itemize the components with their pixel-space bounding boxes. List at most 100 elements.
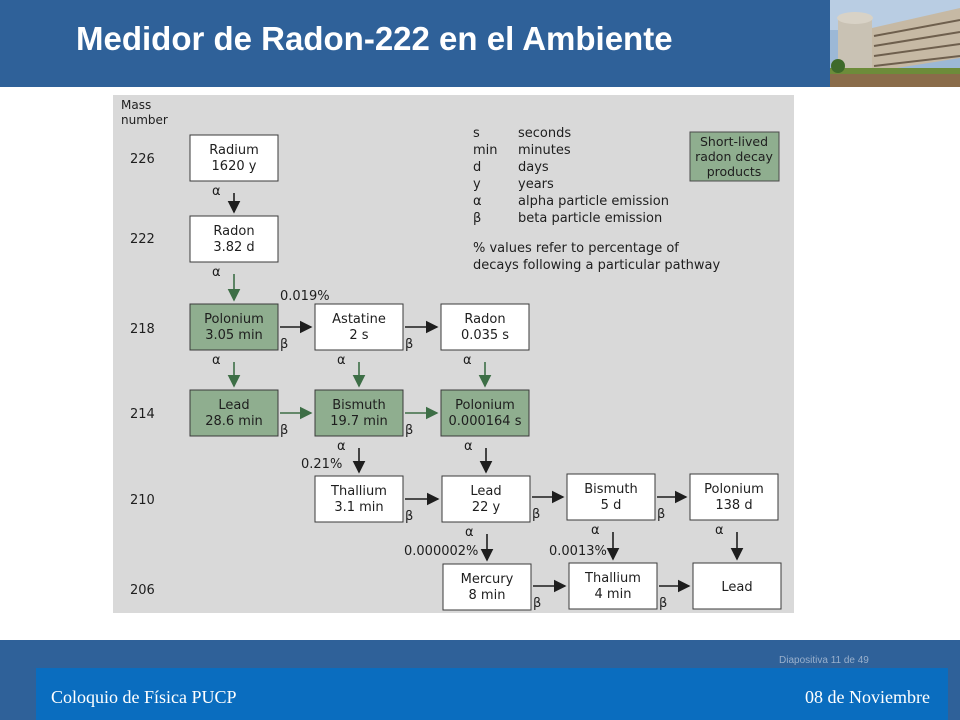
axis-label: number: [121, 113, 168, 127]
node-pb214: [189, 389, 279, 437]
decay-mode-label: α: [337, 353, 346, 368]
legend-abbr: y: [473, 177, 481, 192]
branch-percent-label: 0.019%: [280, 289, 330, 304]
mass-number-label: 218: [130, 322, 155, 337]
decay-mode-label: α: [463, 353, 472, 368]
mass-number-label: 206: [130, 583, 155, 598]
node-hg206: [442, 563, 532, 611]
node-bi214: [314, 389, 404, 437]
node-ra226: [189, 134, 279, 182]
node-po218: [189, 303, 279, 351]
node-name: Lead: [218, 398, 249, 413]
legend-meaning: minutes: [518, 143, 571, 158]
decay-mode-label: β: [657, 507, 665, 522]
node-half-life: 0.035 s: [461, 328, 509, 343]
legend-meaning: beta particle emission: [518, 211, 662, 226]
mass-number-label: 214: [130, 407, 155, 422]
node-name: Radon: [464, 312, 505, 327]
node-half-life: 19.7 min: [330, 414, 388, 429]
building-photo: [830, 0, 960, 87]
legend-meaning: alpha particle emission: [518, 194, 669, 209]
branch-percent-label: 0.0013%: [549, 544, 607, 559]
decay-mode-label: β: [280, 423, 288, 438]
decay-mode-label: β: [659, 596, 667, 611]
slide-header: [0, 0, 960, 87]
legend-note: decays following a particular pathway: [473, 258, 721, 273]
decay-mode-label: β: [405, 509, 413, 524]
node-po214: [440, 389, 530, 437]
key-box-text: products: [707, 164, 762, 179]
slide-counter: Diapositiva 11 de 49: [779, 655, 869, 666]
legend-abbr: min: [473, 143, 498, 158]
decay-mode-label: β: [532, 507, 540, 522]
node-rn218: [440, 303, 530, 351]
node-half-life: 3.82 d: [213, 240, 254, 255]
node-tl206: [568, 562, 658, 610]
node-half-life: 2 s: [349, 328, 368, 343]
mass-number-label: 222: [130, 232, 155, 247]
node-name: Polonium: [455, 398, 515, 413]
footer-bar: [36, 668, 948, 720]
decay-mode-label: α: [591, 523, 600, 538]
node-half-life: 22 y: [472, 500, 501, 515]
legend-abbr: d: [473, 160, 481, 175]
node-pb206: [692, 562, 782, 610]
node-rn222: [189, 215, 279, 263]
branch-percent-label: 0.000002%: [404, 544, 478, 559]
node-name: Mercury: [461, 572, 514, 587]
node-name: Thallium: [330, 484, 387, 499]
node-name: Lead: [470, 484, 501, 499]
legend-meaning: years: [518, 177, 554, 192]
legend-meaning: seconds: [518, 126, 571, 141]
decay-mode-label: β: [405, 423, 413, 438]
mass-number-label: 226: [130, 152, 155, 167]
node-pb210: [441, 475, 531, 523]
node-name: Polonium: [704, 482, 764, 497]
footer-event-name: Coloquio de Física PUCP: [51, 687, 237, 707]
node-tl210: [314, 475, 404, 523]
node-half-life: 8 min: [469, 588, 506, 603]
decay-mode-label: α: [212, 184, 221, 199]
node-name: Radium: [209, 143, 258, 158]
key-box-text: Short-lived: [700, 134, 768, 149]
node-half-life: 3.1 min: [334, 500, 383, 515]
node-half-life: 28.6 min: [205, 414, 263, 429]
axis-label: Mass: [121, 98, 151, 112]
node-name: Polonium: [204, 312, 264, 327]
key-box-text: radon decay: [695, 149, 773, 164]
node-half-life: 4 min: [595, 587, 632, 602]
node-name: Bismuth: [584, 482, 638, 497]
decay-mode-label: α: [212, 265, 221, 280]
key-box-short-lived: [689, 131, 780, 182]
decay-mode-label: α: [464, 439, 473, 454]
node-name: Radon: [213, 224, 254, 239]
node-po210: [689, 473, 779, 521]
decay-mode-label: β: [533, 596, 541, 611]
decay-mode-label: α: [715, 523, 724, 538]
legend-meaning: days: [518, 160, 549, 175]
legend-abbr: β: [473, 211, 481, 226]
legend-note: % values refer to percentage of: [473, 241, 679, 256]
node-half-life: 0.000164 s: [449, 414, 522, 429]
node-half-life: 138 d: [715, 498, 752, 513]
decay-mode-label: β: [405, 337, 413, 352]
node-name: Thallium: [584, 571, 641, 586]
node-bi210: [566, 473, 656, 521]
node-name: Lead: [721, 580, 752, 595]
node-half-life: 3.05 min: [205, 328, 263, 343]
decay-mode-label: α: [337, 439, 346, 454]
legend-abbr: s: [473, 126, 480, 141]
node-name: Bismuth: [332, 398, 386, 413]
node-half-life: 5 d: [601, 498, 622, 513]
decay-mode-label: α: [212, 353, 221, 368]
node-name: Astatine: [332, 312, 386, 327]
node-half-life: 1620 y: [212, 159, 257, 174]
legend-abbr: α: [473, 194, 482, 209]
branch-percent-label: 0.21%: [301, 457, 342, 472]
slide-title: Medidor de Radon-222 en el Ambiente: [76, 20, 673, 57]
node-at218: [314, 303, 404, 351]
footer-date: 08 de Noviembre: [805, 687, 930, 707]
mass-number-label: 210: [130, 493, 155, 508]
decay-mode-label: α: [465, 525, 474, 540]
